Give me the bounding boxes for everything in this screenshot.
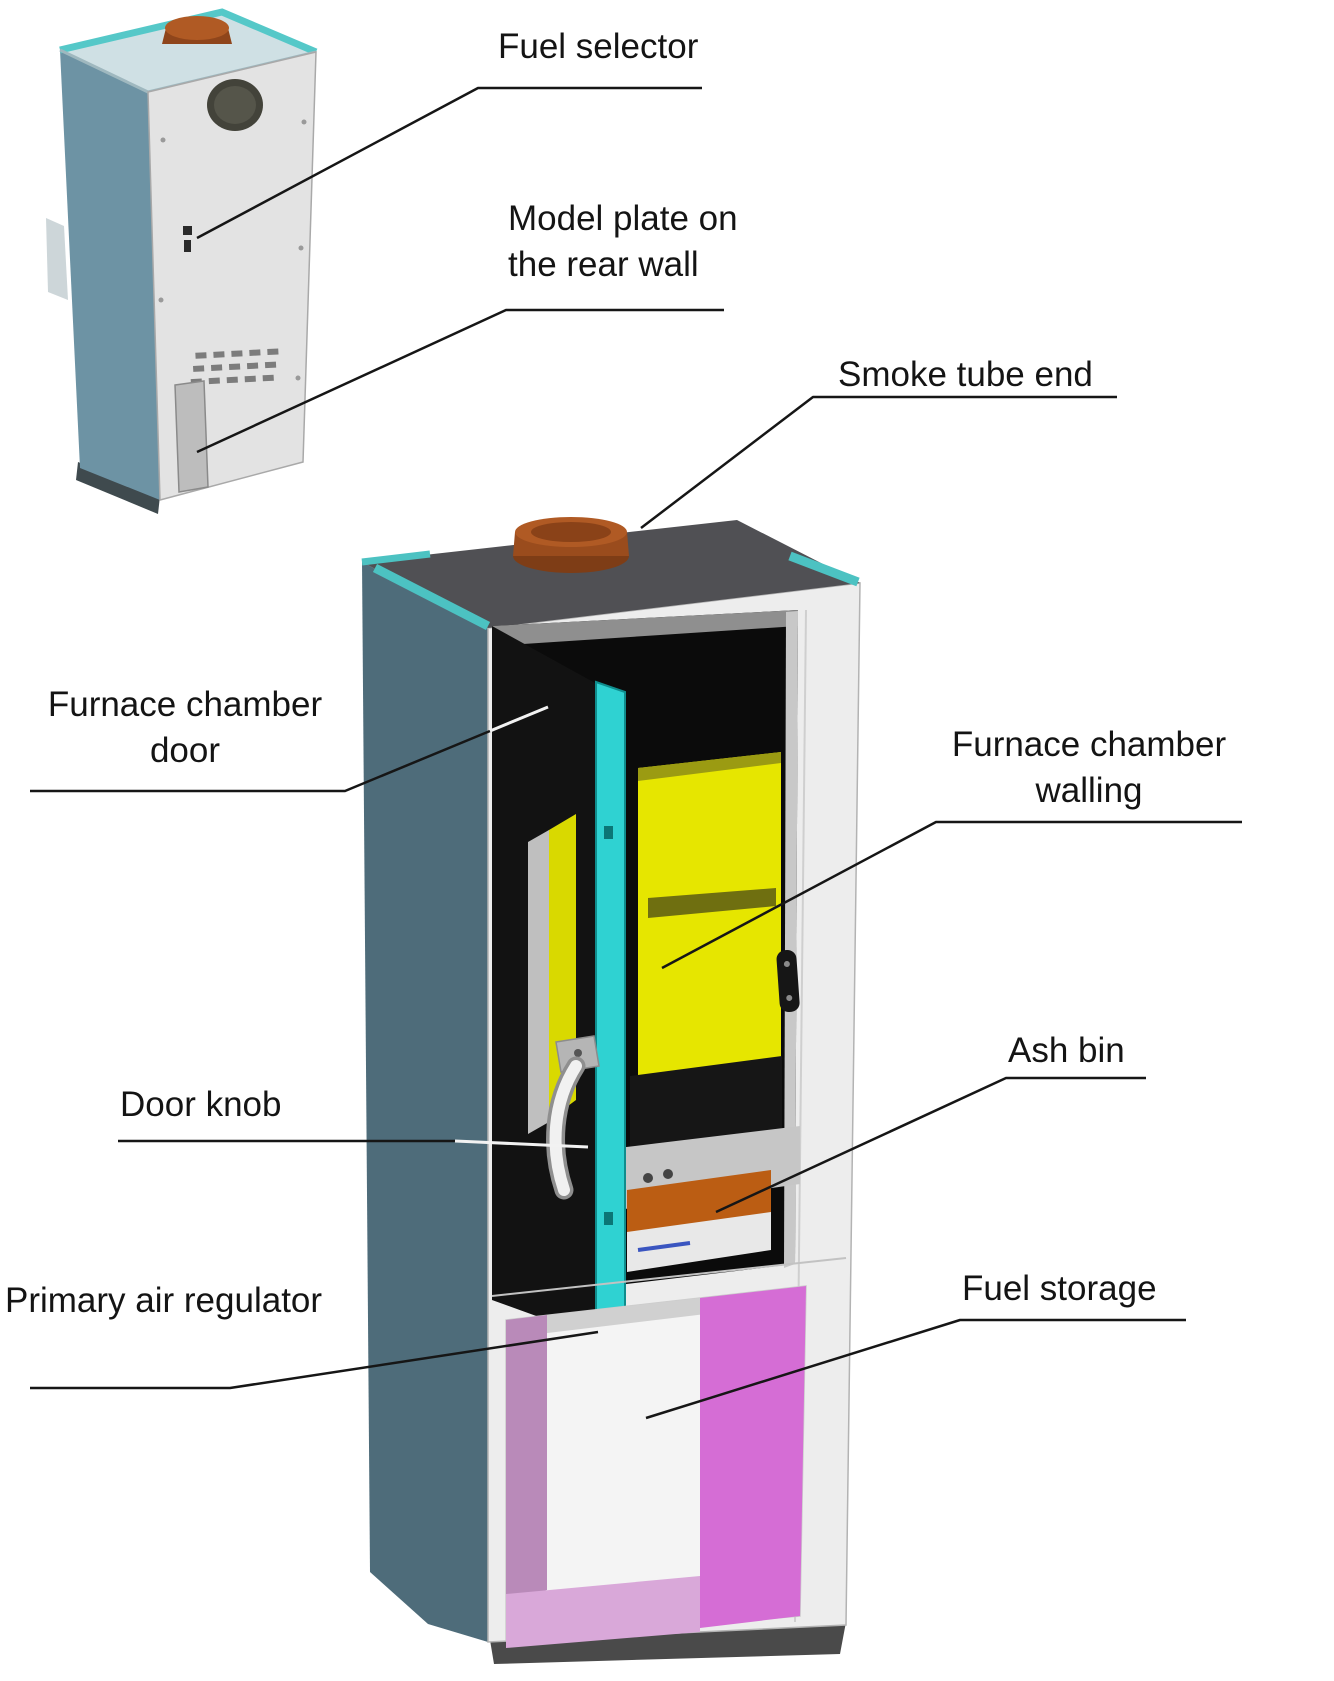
callout-furnace-chamber-door-line1: Furnace chamber xyxy=(47,685,323,724)
leader-furnace-chamber-walling xyxy=(661,820,1242,970)
fuel-storage-left-pillar xyxy=(506,1315,547,1602)
leader-fuel-selector xyxy=(196,86,702,240)
stove-rear-view xyxy=(46,8,318,514)
rear-stove-side-bump xyxy=(46,218,68,300)
callout-fuel-selector: Fuel selector xyxy=(498,27,699,66)
door-glass-reflection xyxy=(528,830,549,1134)
leader-ash-bin xyxy=(715,1076,1146,1214)
sill-knob-2 xyxy=(663,1169,673,1179)
leader-smoke-tube-end xyxy=(640,395,1117,529)
fuel-selector-control xyxy=(183,226,192,252)
chamber-floor-dark xyxy=(630,1056,782,1156)
rear-vent-slots xyxy=(190,348,279,386)
rear-panel-screws xyxy=(158,119,307,381)
door-hinge-top xyxy=(604,826,613,839)
callout-model-plate-line2: the rear wall xyxy=(508,244,699,284)
rear-stove-left-side xyxy=(60,50,160,500)
leader-furnace-chamber-door-tip xyxy=(489,705,549,733)
leader-lines xyxy=(30,86,1242,1420)
ash-bin-handle-line xyxy=(637,1241,691,1252)
cutaway-top xyxy=(362,520,860,628)
smoke-tube xyxy=(513,517,629,573)
model-plate xyxy=(174,380,209,493)
callout-furnace-chamber-door: Furnace chamber door xyxy=(20,682,350,773)
leader-door-knob-tip xyxy=(454,1139,589,1149)
door-knob xyxy=(546,1035,600,1200)
side-latch xyxy=(776,949,800,1013)
leader-primary-air-regulator xyxy=(30,1330,599,1390)
callout-ash-bin: Ash bin xyxy=(1008,1031,1125,1070)
lower-seam xyxy=(491,1257,847,1297)
cutaway-base-shadow xyxy=(490,1622,846,1664)
callout-furnace-chamber-walling-line2: walling xyxy=(1035,770,1143,810)
callout-primary-air-regulator: Primary air regulator xyxy=(5,1281,323,1320)
callout-model-plate-line1: Model plate on xyxy=(508,199,738,238)
opening-right-jamb xyxy=(784,611,798,1268)
opening-lintel xyxy=(492,610,798,646)
callout-furnace-chamber-walling: Furnace chamber walling xyxy=(928,722,1250,813)
cutaway-left-side xyxy=(362,562,488,1642)
callout-door-knob: Door knob xyxy=(120,1085,282,1124)
ash-bin-front xyxy=(627,1212,771,1272)
door-teal-frame xyxy=(595,680,626,1343)
fuel-storage-right-panel xyxy=(700,1286,806,1628)
callout-furnace-chamber-walling-line1: Furnace chamber xyxy=(951,725,1227,764)
chamber-ceiling-edge xyxy=(638,752,781,781)
door-hinge-bottom xyxy=(604,1212,613,1225)
rear-stove-top-teal-edge xyxy=(59,8,318,56)
sill-knob-1 xyxy=(643,1173,653,1183)
leader-furnace-chamber-door xyxy=(30,729,491,793)
smoke-outlet-hole-inner xyxy=(214,86,256,124)
rear-stove-top xyxy=(60,12,316,92)
callout-smoke-tube-end: Smoke tube end xyxy=(838,355,1093,394)
callout-model-plate: Model plate on the rear wall xyxy=(508,196,738,287)
rear-stove-base-shadow xyxy=(76,462,160,514)
leader-model-plate xyxy=(196,308,724,454)
leader-fuel-storage xyxy=(645,1318,1186,1420)
chamber-shelf xyxy=(648,888,776,918)
callout-furnace-chamber-door-line2: door xyxy=(149,730,221,770)
rear-stove-cap-top xyxy=(165,16,229,40)
top-teal-accents xyxy=(361,550,860,631)
stove-cutaway-view xyxy=(361,517,861,1664)
fuel-storage-bottom-strip xyxy=(506,1576,700,1648)
callout-fuel-storage: Fuel storage xyxy=(962,1269,1157,1308)
